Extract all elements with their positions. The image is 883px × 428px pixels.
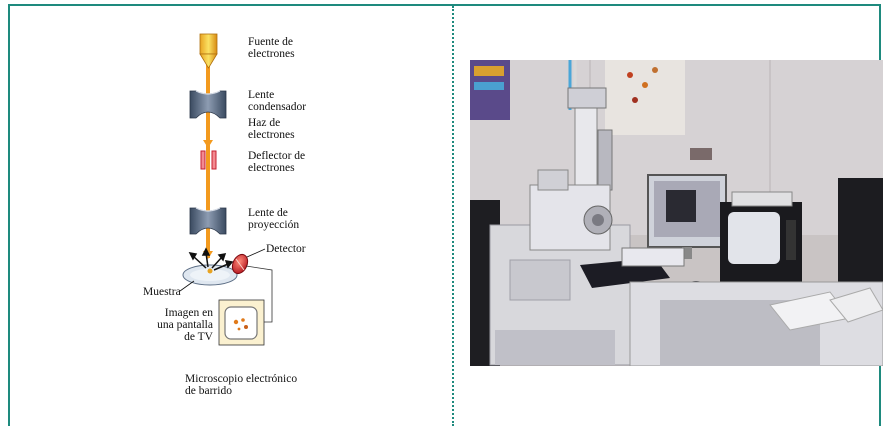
sem-column xyxy=(574,104,598,186)
wall-chart xyxy=(605,60,685,135)
label-image-1: Imagen en xyxy=(164,307,213,319)
label-projection-1: Lente de xyxy=(248,207,288,219)
label-deflector-2: electrones xyxy=(248,162,295,174)
scatter-arrows-icon xyxy=(188,247,234,271)
label-condenser-1: Lente xyxy=(248,89,275,101)
control-panel xyxy=(621,247,685,267)
detector-icon xyxy=(231,253,249,275)
label-condenser-2: condensador xyxy=(248,101,307,113)
signal-wire xyxy=(245,265,273,323)
dotted-divider xyxy=(452,6,454,426)
label-image-3: de TV xyxy=(184,331,213,343)
label-beam-1: Haz de xyxy=(248,117,281,129)
condenser-lens-icon xyxy=(189,90,227,119)
caption-line-1: Microscopio electrónico xyxy=(185,373,298,385)
right-monitor xyxy=(838,178,883,288)
label-projection-2: proyección xyxy=(248,219,300,231)
label-source-1: Fuente de xyxy=(248,36,294,48)
tv-screen-icon xyxy=(218,299,265,346)
label-deflector-1: Deflector de xyxy=(248,150,306,162)
label-detector: Detector xyxy=(266,243,306,255)
deflector-icon xyxy=(200,150,217,170)
caption-line-2: de barrido xyxy=(185,385,232,397)
label-beam-2: electrones xyxy=(248,129,295,141)
label-source-2: electrones xyxy=(248,48,295,60)
sample-icon xyxy=(182,264,238,286)
sem-lab-photo xyxy=(470,60,883,366)
sem-diagram xyxy=(179,33,273,346)
label-sample: Muestra xyxy=(143,286,181,298)
label-image-2: una pantalla xyxy=(157,319,213,331)
projection-lens-icon xyxy=(189,207,227,235)
beam-arrow-icon xyxy=(203,140,213,148)
electron-gun-icon xyxy=(199,33,218,69)
